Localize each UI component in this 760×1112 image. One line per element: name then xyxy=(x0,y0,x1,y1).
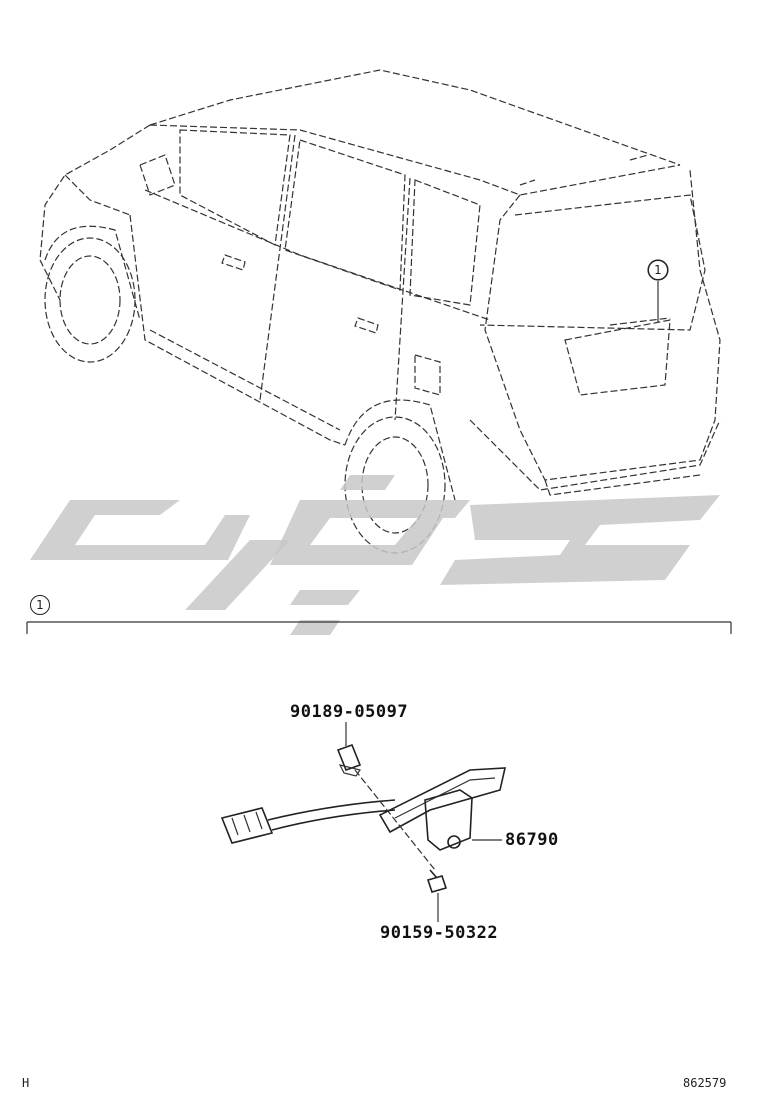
watermark-logo xyxy=(30,475,720,635)
callout-marker-section: 1 xyxy=(30,595,50,615)
vehicle-illustration xyxy=(39,69,721,554)
camera-assembly xyxy=(220,722,507,922)
part-label-screw: 90159-50322 xyxy=(380,923,499,943)
part-label-camera: 86790 xyxy=(505,830,559,850)
section-separator xyxy=(26,621,732,634)
callout-marker-vehicle: 1 xyxy=(648,260,668,280)
footer-left-code: H xyxy=(22,1076,30,1090)
part-label-nut: 90189-05097 xyxy=(290,702,409,722)
footer-right-code: 862579 xyxy=(683,1076,727,1090)
